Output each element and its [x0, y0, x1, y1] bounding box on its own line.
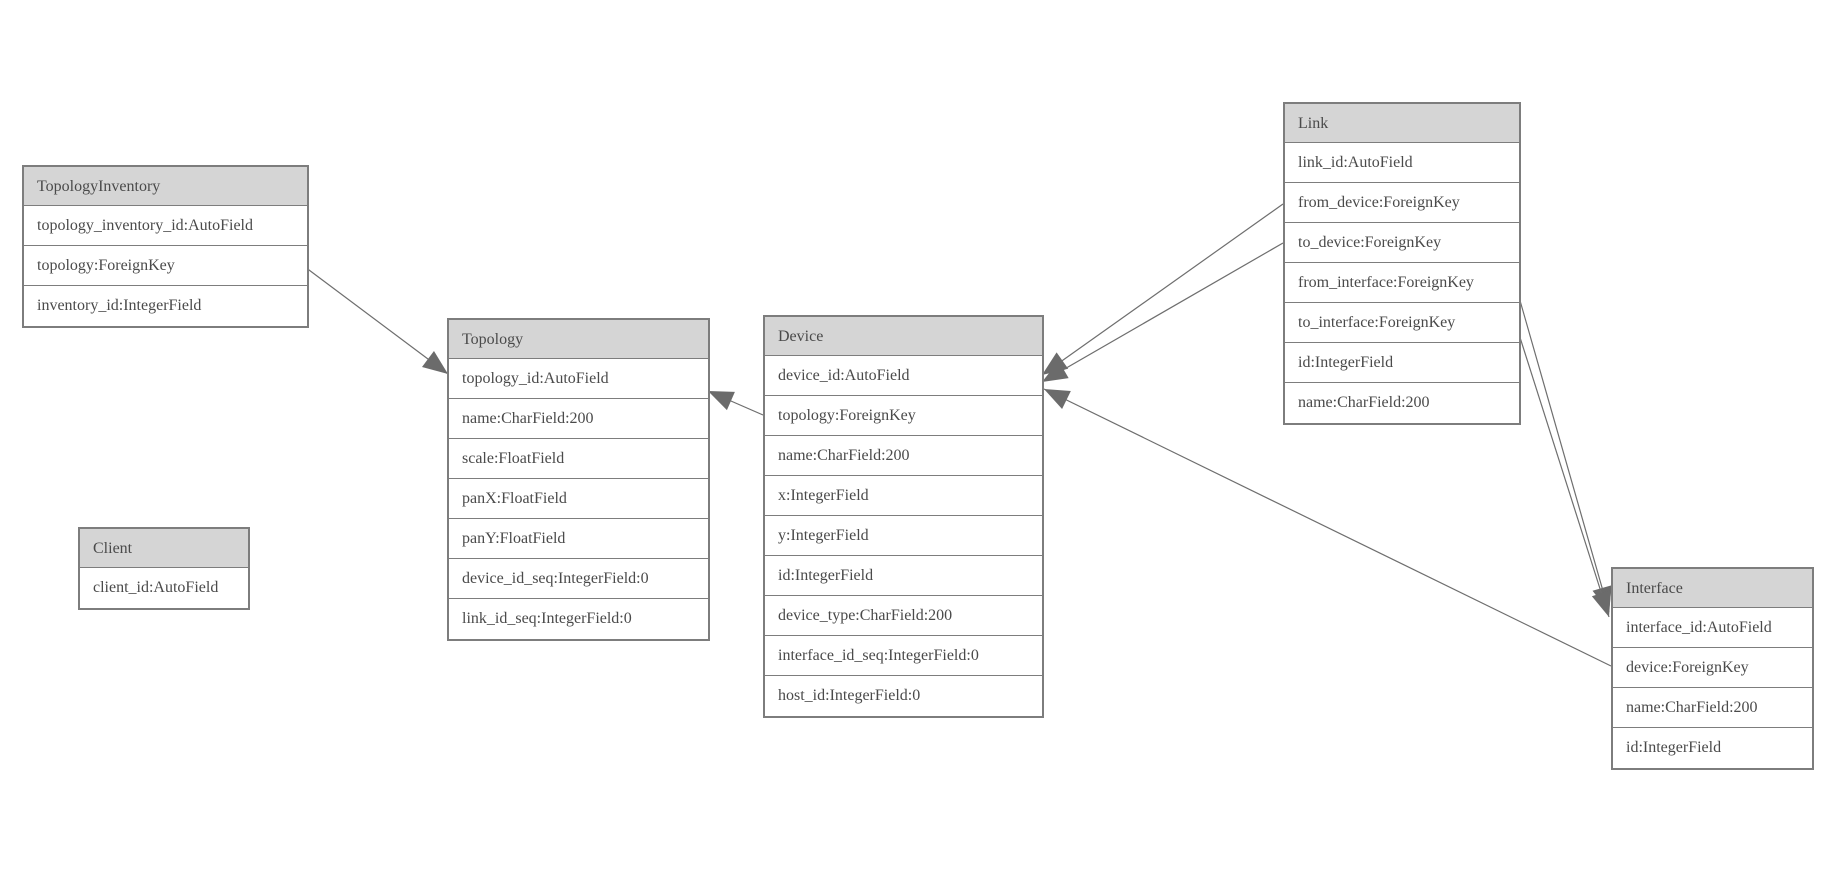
field-row-link-4: to_interface:ForeignKey: [1285, 303, 1519, 343]
field-row-device-2: name:CharField:200: [765, 436, 1042, 476]
field-row-link-3: from_interface:ForeignKey: [1285, 263, 1519, 303]
relation-line-device-topology-to-topology: [707, 390, 764, 416]
table-title-interface: Interface: [1613, 569, 1812, 608]
arrowhead-icon-interface-device-to-device: [1044, 389, 1071, 409]
field-row-link-2: to_device:ForeignKey: [1285, 223, 1519, 263]
field-row-topology-inventory-1: topology:ForeignKey: [24, 246, 307, 286]
field-row-device-8: host_id:IntegerField:0: [765, 676, 1042, 716]
field-row-interface-3: id:IntegerField: [1613, 728, 1812, 768]
table-title-link: Link: [1285, 104, 1519, 143]
arrowhead-icon-link-to-interface-to-interface: [1591, 590, 1611, 617]
field-row-topology-0: topology_id:AutoField: [449, 359, 708, 399]
arrowhead-icon-device-topology-to-topology: [708, 391, 735, 411]
field-row-link-6: name:CharField:200: [1285, 383, 1519, 423]
field-row-device-7: interface_id_seq:IntegerField:0: [765, 636, 1042, 676]
table-title-topology-inventory: TopologyInventory: [24, 167, 307, 206]
field-row-topology-5: device_id_seq:IntegerField:0: [449, 559, 708, 599]
field-row-topology-4: panY:FloatField: [449, 519, 708, 559]
field-row-client-0: client_id:AutoField: [80, 568, 248, 608]
field-row-device-6: device_type:CharField:200: [765, 596, 1042, 636]
field-row-device-1: topology:ForeignKey: [765, 396, 1042, 436]
arrowhead-icon-link-from-interface-to-interface: [1592, 585, 1612, 612]
field-row-topology-inventory-0: topology_inventory_id:AutoField: [24, 206, 307, 246]
relation-line-topologyinventory-topology-to-topology: [304, 266, 449, 375]
field-row-topology-1: name:CharField:200: [449, 399, 708, 439]
field-row-topology-3: panX:FloatField: [449, 479, 708, 519]
table-title-device: Device: [765, 317, 1042, 356]
arrowhead-icon-link-from-device-to-device: [1042, 352, 1069, 375]
table-title-topology: Topology: [449, 320, 708, 359]
arrowhead-icon-link-to-device-to-device: [1042, 360, 1069, 382]
field-row-link-0: link_id:AutoField: [1285, 143, 1519, 183]
relation-line-interface-device-to-device: [1043, 388, 1612, 667]
relation-line-link-from-device-to-device: [1041, 203, 1284, 376]
field-row-interface-1: device:ForeignKey: [1613, 648, 1812, 688]
field-row-device-3: x:IntegerField: [765, 476, 1042, 516]
field-row-device-0: device_id:AutoField: [765, 356, 1042, 396]
field-row-topology-2: scale:FloatField: [449, 439, 708, 479]
field-row-interface-2: name:CharField:200: [1613, 688, 1812, 728]
relation-line-link-from-interface-to-interface: [1516, 289, 1610, 613]
relation-line-link-to-device-to-device: [1041, 242, 1284, 383]
field-row-link-1: from_device:ForeignKey: [1285, 183, 1519, 223]
relation-line-link-to-interface-to-interface: [1516, 327, 1610, 618]
field-row-link-5: id:IntegerField: [1285, 343, 1519, 383]
arrowhead-icon-topologyinventory-topology-to-topology: [421, 351, 448, 374]
field-row-topology-inventory-2: inventory_id:IntegerField: [24, 286, 307, 326]
table-title-client: Client: [80, 529, 248, 568]
field-row-interface-0: interface_id:AutoField: [1613, 608, 1812, 648]
field-row-device-4: y:IntegerField: [765, 516, 1042, 556]
field-row-topology-6: link_id_seq:IntegerField:0: [449, 599, 708, 639]
field-row-device-5: id:IntegerField: [765, 556, 1042, 596]
